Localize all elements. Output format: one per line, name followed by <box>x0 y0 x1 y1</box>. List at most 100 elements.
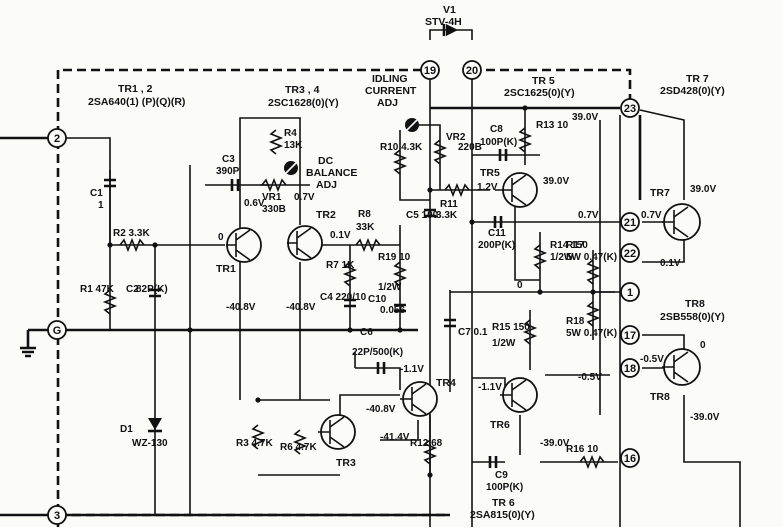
resistor-r3 <box>250 424 266 450</box>
r11-label: R11 <box>440 199 458 210</box>
transistor-tr8 <box>662 348 701 386</box>
tr7-label: TR7 <box>650 187 670 199</box>
c3-value: 390P <box>216 166 240 177</box>
c9-value: 100P(K) <box>486 482 523 493</box>
r2-label: R2 3.3K <box>113 228 150 239</box>
dc-label-1: DC <box>318 155 334 167</box>
terminal-label: 17 <box>624 330 636 342</box>
capacitor-c10 <box>394 303 406 313</box>
capacitor-c5 <box>424 208 436 218</box>
diode-d1 <box>148 330 162 515</box>
junction-dots <box>107 105 596 478</box>
terminal-23: 23 <box>620 98 640 118</box>
board-boundary-top-right <box>472 68 632 100</box>
resistor-vr1 <box>261 177 287 193</box>
resistor-r1 <box>102 289 118 315</box>
terminal-3: 3 <box>47 505 67 525</box>
r4-value: 13K <box>284 140 303 151</box>
terminal-label: 23 <box>624 103 636 115</box>
tr5-label: TR5 <box>480 167 500 179</box>
c1-label-2: 1 <box>98 200 104 211</box>
voltage-tr7-base: 0.7V <box>641 210 662 221</box>
c6-c7-wire <box>354 290 451 392</box>
c10-value: 0.056 <box>380 305 405 316</box>
voltage-18: -0.5V <box>578 372 602 383</box>
r14-label: R14 150 <box>550 240 588 251</box>
resistor-r7 <box>342 261 358 287</box>
c2-value: 82P(K) <box>136 284 168 295</box>
terminal-16: 16 <box>620 448 640 468</box>
voltage-tr5-collector: 39.0V <box>543 176 569 187</box>
c11-value: 200P(K) <box>478 240 515 251</box>
terminal-label: 1 <box>627 287 633 299</box>
r15-watt: 1/2W <box>492 338 516 349</box>
resistor-r2 <box>119 237 145 253</box>
tr6-label: TR6 <box>490 419 510 431</box>
dc-label-2: BALANCE <box>306 167 357 179</box>
terminal-1: 1 <box>620 282 640 302</box>
voltage-tr4-collector: -1.1V <box>400 364 424 375</box>
capacitor-c8 <box>498 149 508 161</box>
tr8-header: TR8 <box>685 298 705 310</box>
resistor-r11 <box>444 182 470 198</box>
voltage-tr1-base: 0 <box>218 232 224 243</box>
tr12-header: TR1 , 2 <box>118 83 153 95</box>
tr1-emitter-wire <box>239 117 301 228</box>
tr4-label: TR4 <box>436 377 456 389</box>
voltage-tr7-emitter: 0.1V <box>660 258 681 269</box>
c10-label: C10 <box>368 294 387 305</box>
voltage-tr7-collector: 39.0V <box>690 184 716 195</box>
r17-label: R17 <box>566 240 585 251</box>
r14-watt: 1/2W <box>550 252 574 263</box>
r12-label: R12 68 <box>410 438 443 449</box>
r8-label: R8 <box>358 209 371 220</box>
resistor-r13 <box>517 127 533 153</box>
resistor-r8 <box>355 237 381 253</box>
v1-part: STV-4H <box>425 16 462 28</box>
capacitor-c7 <box>444 318 456 328</box>
transistor-tr6 <box>500 377 538 413</box>
ground-symbol <box>20 330 36 358</box>
r11-value: 3.3K <box>436 210 458 221</box>
c7-label: C7 0.1 <box>458 327 488 338</box>
c9-label: C9 <box>495 470 508 481</box>
r6-label: R6 4.7K <box>280 442 317 453</box>
voltage-tr4-base: -40.8V <box>366 404 396 415</box>
terminal-label: 21 <box>624 217 636 229</box>
terminal-18: 18 <box>620 358 640 378</box>
capacitor-c3 <box>230 179 240 191</box>
c2-label: C2 <box>126 284 139 295</box>
tr5-header: TR 5 <box>532 75 555 87</box>
r3-label: R3 4.7K <box>236 438 273 449</box>
r19-watt: 1/2W <box>378 282 402 293</box>
terminal-21: 21 <box>620 212 640 232</box>
r16-label: R16 10 <box>566 444 599 455</box>
capacitor-c11 <box>493 216 503 228</box>
input-feed <box>66 137 111 245</box>
terminal-19: 19 <box>420 60 440 80</box>
voltage-tr1-emitter: 0.6V <box>244 198 265 209</box>
idling-current-knob <box>405 118 419 132</box>
terminal-label: 22 <box>624 248 636 260</box>
tr6-part: 2SA815(0)(Y) <box>470 509 535 521</box>
transistor-tr5 <box>495 172 538 208</box>
voltage-tr2-base: 0.1V <box>330 230 351 241</box>
r18-value: 5W 0.47(K) <box>566 328 617 339</box>
transistor-tr1 <box>226 227 262 263</box>
c5-label: C5 100 <box>406 210 439 221</box>
resistor-r12 <box>422 439 438 465</box>
c8-label: C8 <box>490 124 503 135</box>
tr34-header: TR3 , 4 <box>285 84 320 96</box>
idling-wire <box>399 124 441 201</box>
capacitor-c6 <box>376 362 386 374</box>
tr3-col <box>339 394 400 420</box>
capacitor-c1 <box>104 178 116 188</box>
voltage-tr5-base: 1.2V <box>477 182 498 193</box>
tr3-label: TR3 <box>336 457 356 469</box>
tr7-part: 2SD428(0)(Y) <box>660 85 725 97</box>
r7-label: R7 1K <box>326 260 355 271</box>
resistor-r15 <box>522 319 538 345</box>
idling-label-1: IDLING <box>372 73 408 85</box>
terminal-20: 20 <box>462 60 482 80</box>
